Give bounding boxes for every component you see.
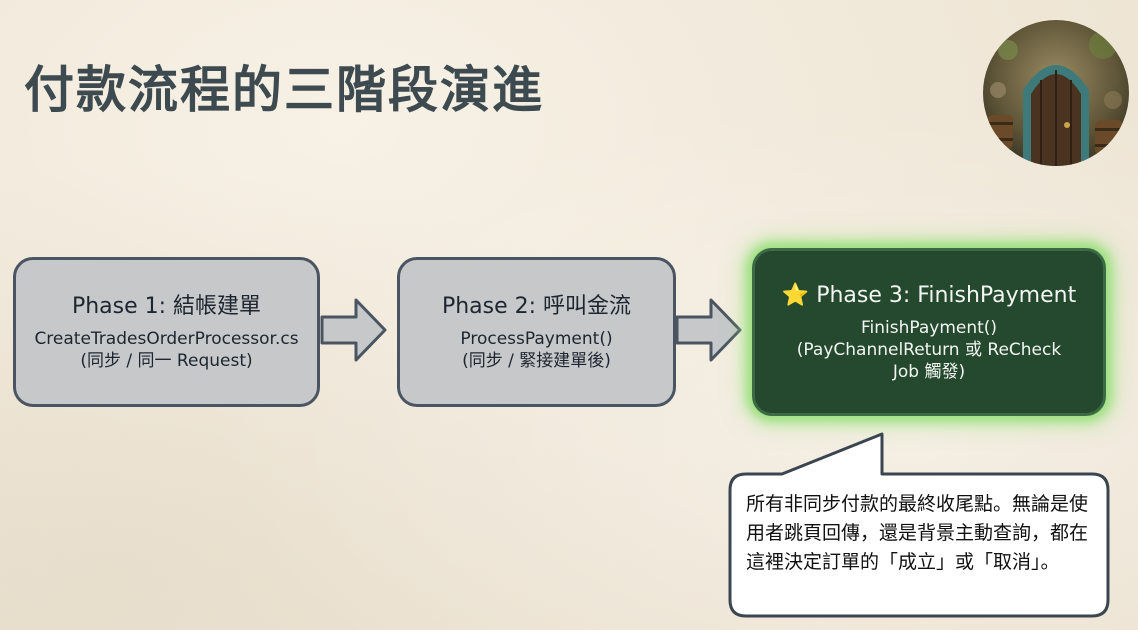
phase-3-label: Phase 3: FinishPayment (816, 283, 1077, 308)
page-title: 付款流程的三階段演進 (24, 60, 544, 119)
hobbit-door-picture (983, 20, 1129, 166)
phase-3-box: ⭐ Phase 3: FinishPayment FinishPayment()… (752, 248, 1106, 416)
arrow-right-icon (320, 298, 387, 362)
callout-bubble (728, 432, 1110, 618)
phase-2-note: (同步 / 緊接建單後) (462, 351, 611, 371)
callout-text: 所有非同步付款的最終收尾點。無論是使用者跳頁回傳，還是背景主動查詢，都在這裡決定… (746, 493, 1089, 573)
phase-3-detail: FinishPayment() (860, 318, 998, 338)
phase-1-detail: CreateTradesOrderProcessor.cs (34, 329, 299, 349)
phase-1-label: Phase 1: 結帳建單 (71, 294, 262, 319)
arrow-right-icon (675, 298, 742, 362)
phase-3-note: (PayChannelReturn 或 ReCheck Job 觸發) (796, 340, 1062, 382)
phase-3-heading: ⭐ Phase 3: FinishPayment (782, 281, 1076, 311)
avatar (983, 20, 1129, 166)
phase-2-label: Phase 2: 呼叫金流 (441, 294, 632, 319)
phase-1-box: Phase 1: 結帳建單 CreateTradesOrderProcessor… (13, 257, 320, 407)
phase-2-box: Phase 2: 呼叫金流 ProcessPayment() (同步 / 緊接建… (397, 257, 676, 407)
phase-2-detail: ProcessPayment() (460, 329, 613, 349)
phase-1-note: (同步 / 同一 Request) (80, 351, 253, 371)
star-icon: ⭐ (781, 283, 810, 308)
